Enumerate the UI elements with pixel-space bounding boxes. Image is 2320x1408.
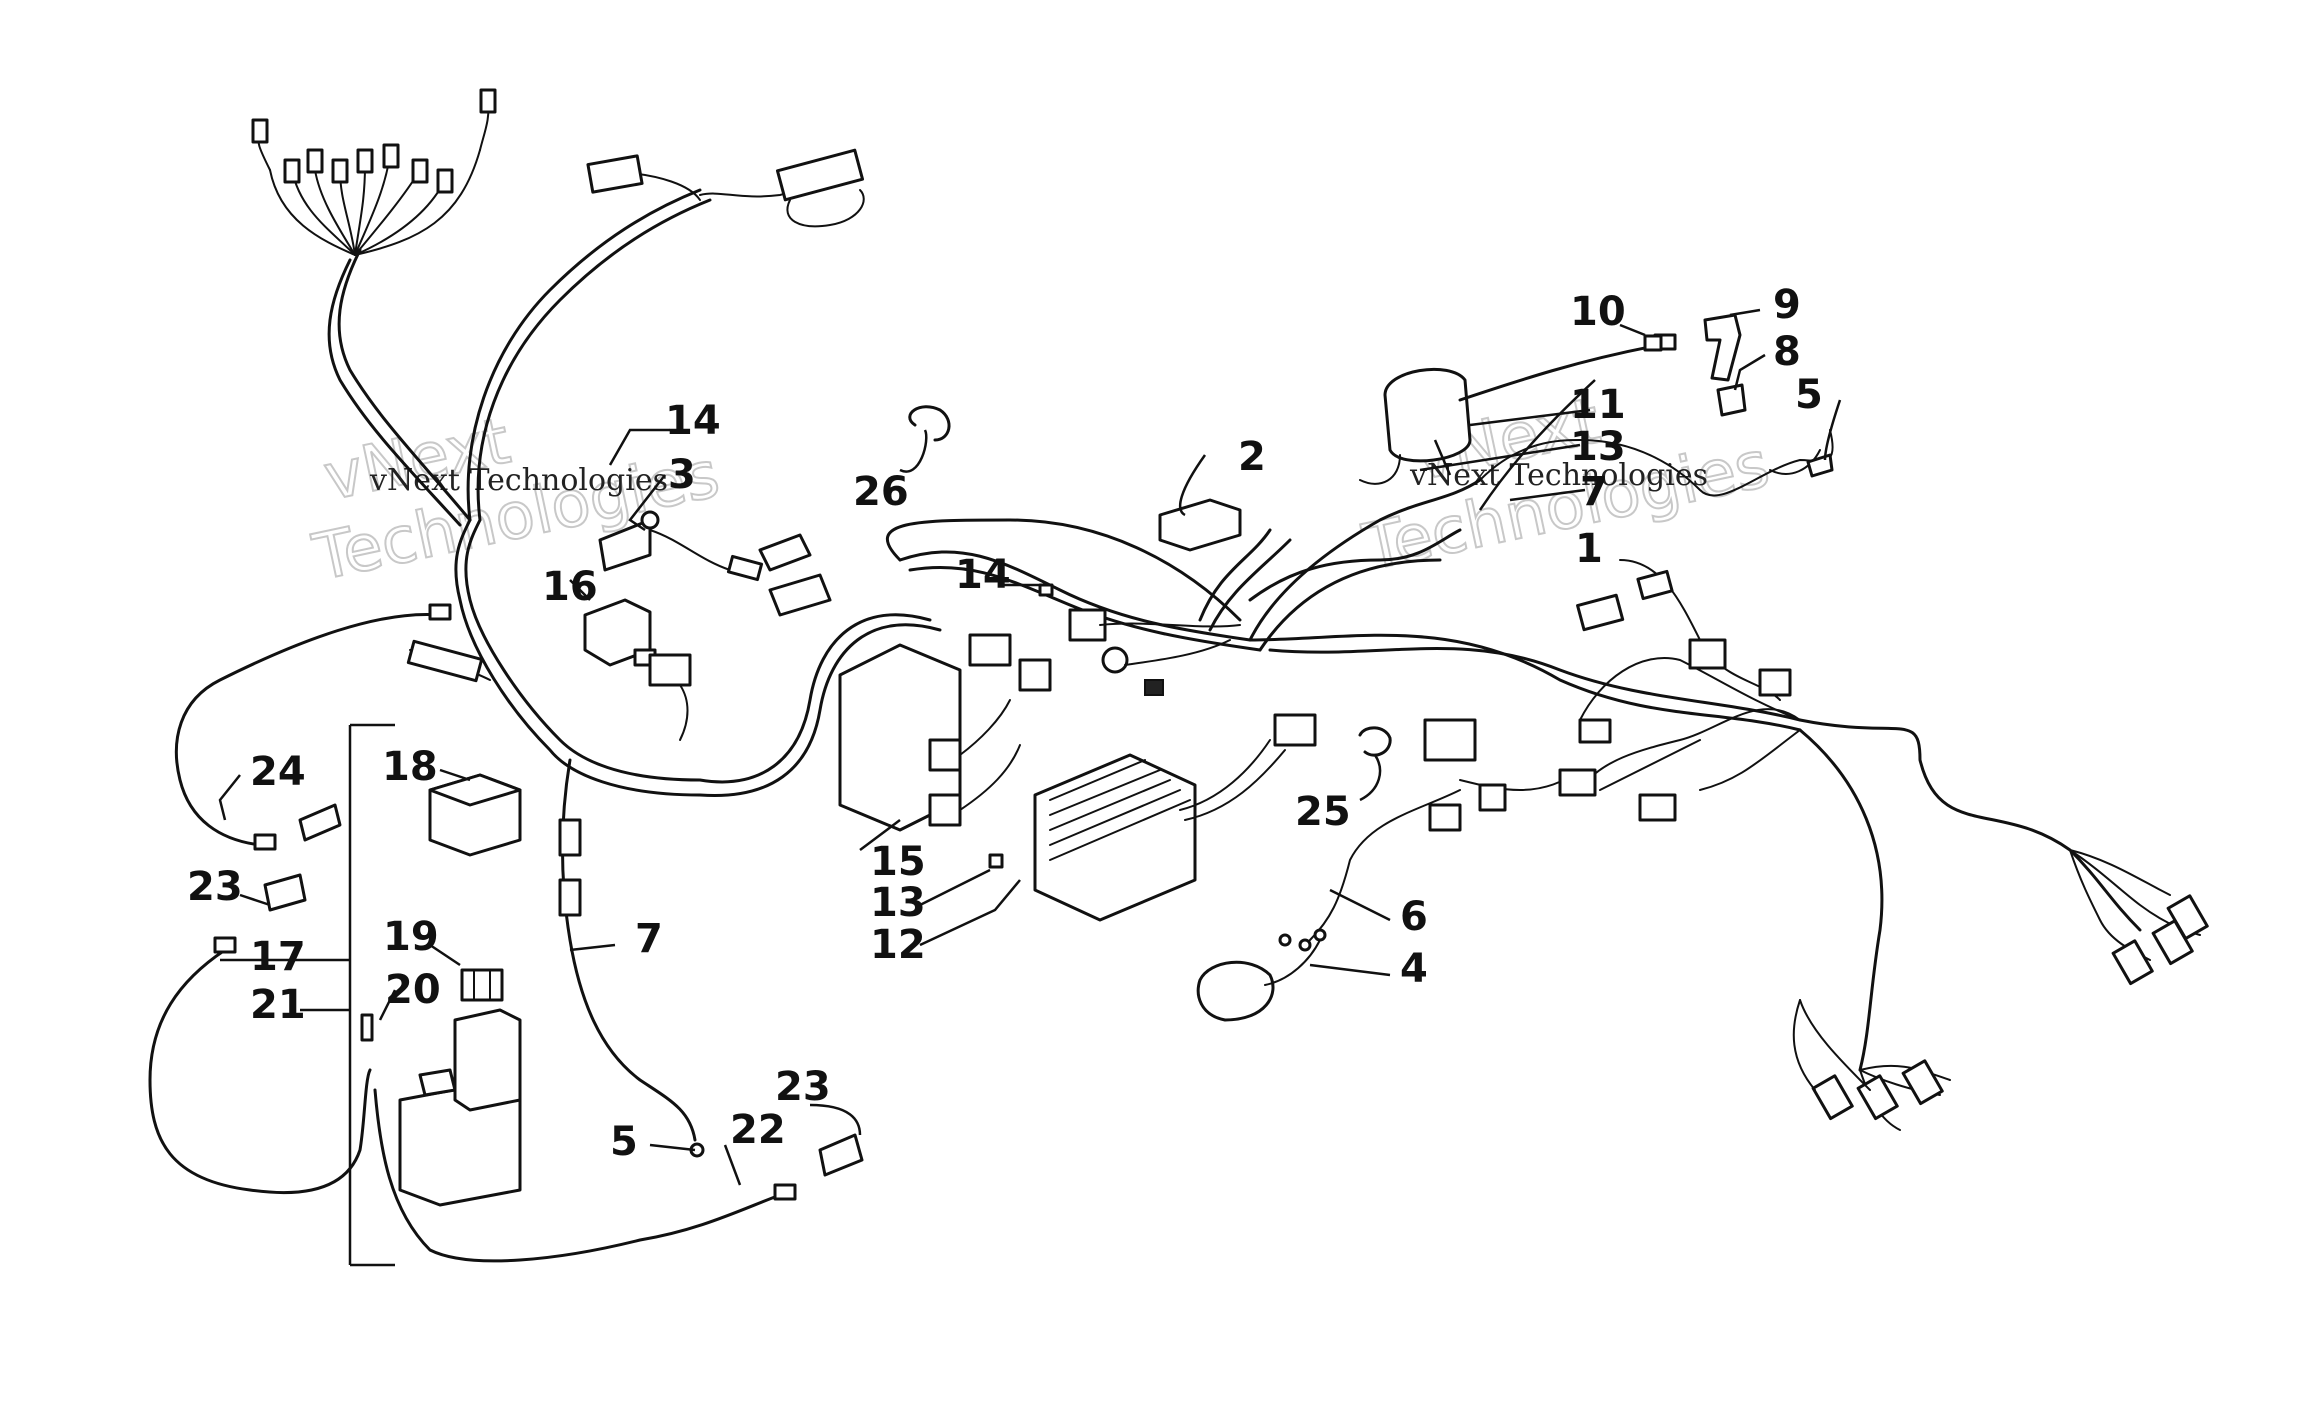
callout-13-upper: 13 [1570,424,1626,470]
part-19-fuse [460,968,504,1002]
connector-near-16 [648,653,692,741]
callout-24: 24 [250,749,306,795]
part-9-boot [1703,313,1742,382]
part-17-solenoid [348,723,522,1267]
part-22-wire [373,1088,864,1263]
watermark-left-small: vNext Technologies [369,463,668,498]
callout-17: 17 [250,934,306,980]
part-5-upper [1769,449,1834,478]
callout-3: 3 [668,452,696,498]
callout-5-upper: 5 [1795,372,1823,418]
callout-21: 21 [250,982,306,1028]
part-7-wire [558,758,705,1158]
callout-5-lower: 5 [610,1119,638,1165]
harness-connectors-middle [758,533,1241,696]
part-24-wire [174,603,491,851]
callout-16: 16 [542,564,598,610]
leader-lines [218,308,1842,1186]
watermark-left: vNext Technologies vNext Technologies [306,403,727,596]
part-13-screw [988,853,1004,869]
part-3-bracket [598,510,764,582]
callout-25: 25 [1295,789,1351,835]
callout-1: 1 [1575,526,1603,572]
callout-19: 19 [383,914,439,960]
callout-18: 18 [382,744,438,790]
callout-11: 11 [1570,382,1626,428]
part-15-module [838,643,1021,832]
callout-14-upper: 14 [665,398,721,444]
part-2-connector [1158,498,1242,552]
callout-26: 26 [853,469,909,515]
headlight-plug-right [775,148,865,202]
callout-22: 22 [730,1107,786,1153]
part-8-boot [1716,383,1747,417]
callouts: 1 2 3 4 5 5 6 7 7 8 9 10 11 12 13 13 14 … [187,282,1823,1165]
terminal-lead-8 [436,168,454,194]
terminal-lead-7 [411,158,429,184]
callout-12: 12 [870,922,926,968]
part-12-regulator [1033,713,1317,922]
callout-23-right: 23 [775,1064,831,1110]
right-tail-leads [1792,849,2209,1131]
main-harness [327,188,2142,1072]
part-21-wire [148,873,372,1195]
instrument-connector-cluster [251,88,497,256]
callout-2: 2 [1238,434,1266,480]
callout-7-lower: 7 [635,916,663,962]
callout-20: 20 [385,967,441,1013]
parts-8-9-10 [1643,313,1747,417]
callout-15: 15 [870,839,926,885]
terminal-lead-9 [479,88,497,114]
callout-4: 4 [1400,946,1428,992]
part-25-clip [1358,726,1392,757]
callout-9: 9 [1773,282,1801,328]
callout-8: 8 [1773,329,1801,375]
callout-10: 10 [1570,289,1626,335]
callout-14-middle: 14 [955,552,1011,598]
part-20-plug [360,1013,374,1042]
terminal-lead-5 [356,148,374,174]
terminal-lead-6 [382,143,400,169]
terminal-lead-4 [331,158,349,184]
part-18-cover [428,773,522,857]
callout-13-lower: 13 [870,880,926,926]
connector-6-pin [1423,718,1477,762]
part-26-clip [908,405,951,442]
terminal-lead-2 [283,158,301,184]
watermark-right-small: vNext Technologies [1409,458,1708,493]
callout-23-left: 23 [187,864,243,910]
callout-6: 6 [1400,894,1428,940]
headlight-connector [586,148,865,228]
callout-7-upper: 7 [1580,469,1608,515]
part-4-switch [1196,928,1327,1022]
terminal-lead-1 [251,118,269,144]
headlight-plug-left [586,154,644,194]
terminal-lead-3 [306,148,324,174]
part-10-cap [1643,334,1663,352]
right-connector-cluster [1423,569,1792,832]
